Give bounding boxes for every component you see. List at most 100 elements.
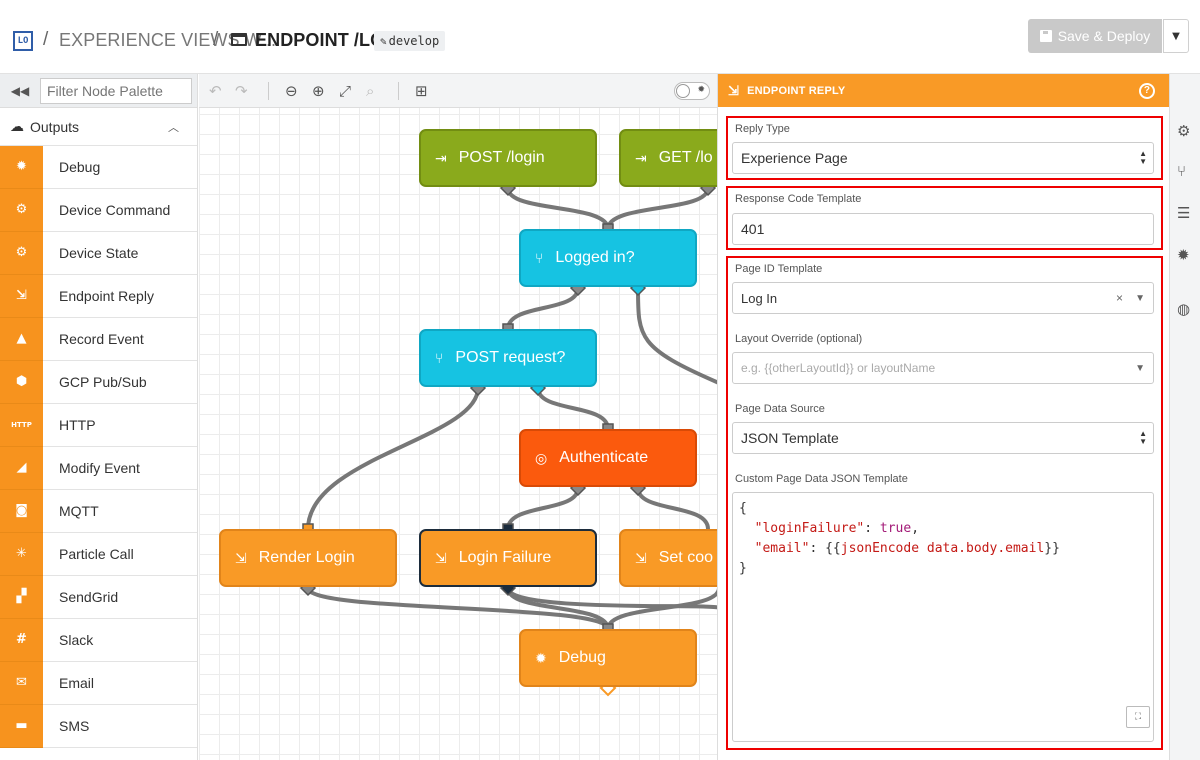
pencil-icon: ✎ [380,34,387,48]
palette-toolbar: ◀◀ [0,74,197,108]
connection-wire [506,587,610,630]
palette-node-sendgrid[interactable]: ▞SendGrid [0,575,197,619]
page-id-select[interactable]: Log In × ▼ [732,282,1154,314]
palette-node-device-state[interactable]: ⚙ Device State [0,231,197,275]
caret-down-icon[interactable]: ▼ [1135,362,1145,374]
panel-header: ⇲ ENDPOINT REPLY ? [718,74,1169,107]
conditional-icon: ⑂ [435,350,444,366]
help-icon[interactable]: ? [1139,82,1155,99]
palette-node-slack[interactable]: # Slack [0,618,197,662]
envelope-icon: ✉ [0,661,43,705]
add-comment-icon[interactable]: ⊞ [415,82,428,100]
flow-node-label: Render Login [258,549,355,566]
flow-node-get-login[interactable]: ⇥ GET /lo [619,129,717,187]
expand-editor-icon[interactable]: ⛶ [1126,706,1150,728]
palette-node-sms[interactable]: ▬SMS [0,704,197,748]
slack-icon: # [0,618,43,662]
globe-icon[interactable]: ◍ [1177,300,1191,318]
breadcrumb-application[interactable]: EXPERIENCE VIEWS W... [59,30,277,50]
layout-override-label: Layout Override (optional) [735,333,863,345]
palette-node-record-event[interactable]: ▲Record Event [0,317,197,361]
branch-badge[interactable]: ✎develop [374,31,446,51]
palette-node-endpoint-reply[interactable]: ⇲Endpoint Reply [0,274,197,318]
flow-node-authenticate[interactable]: ◎Authenticate [519,429,697,487]
canvas-toolbar: ↶ ↷ ⊖ ⊕ ⤢ ⌕ ⊞ ✹ [199,74,717,108]
collapse-palette-icon[interactable]: ◀◀ [10,83,30,98]
zoom-in-icon[interactable]: ⊕ [312,82,325,100]
right-tool-strip: ⚙ ⑂ ☰ ✹ ◍ [1169,74,1200,760]
flow-node-debug[interactable]: ✹Debug [519,629,697,687]
deploy-options-dropdown[interactable]: ▼ [1163,19,1189,53]
code-token: jsonEncode [840,541,920,556]
palette-node-particle-call[interactable]: ✳Particle Call [0,532,197,576]
palette-node-label: Email [59,675,95,691]
http-icon: HTTP [0,403,43,447]
json-template-editor[interactable]: { "loginFailure": true, "email": {{jsonE… [732,492,1154,742]
database-icon[interactable]: ☰ [1177,204,1191,222]
endpoint-icon: ⇥ [635,149,647,166]
flow-node-post-login[interactable]: ⇥POST /login [419,129,597,187]
layout-override-select[interactable]: e.g. {{otherLayoutId}} or layoutName ▼ [732,352,1154,384]
chat-icon: ▬ [0,704,43,748]
connection-wire [506,287,580,330]
caret-down-icon[interactable]: ▼ [1135,292,1145,304]
reply-icon: ⇲ [635,549,647,566]
window-icon [231,33,247,46]
palette-node-label: HTTP [59,417,96,433]
search-icon[interactable]: ⌕ [366,82,375,100]
reply-icon: ⇲ [0,274,43,318]
outputs-section-header[interactable]: ☁ Outputs ︿ [0,108,197,146]
page-data-source-value: JSON Template [741,430,839,446]
response-code-input[interactable]: 401 [732,213,1154,245]
palette-node-label: Device State [59,245,139,261]
palette-node-mqtt[interactable]: ◙MQTT [0,489,197,533]
gear-icon[interactable]: ⚙ [1177,122,1191,140]
particle-icon: ✳ [0,532,43,576]
save-deploy-button[interactable]: Save & Deploy [1028,19,1162,53]
node-palette: ◀◀ ☁ Outputs ︿ ✹Debug ⚙Device Command ⚙ D… [0,74,198,760]
zoom-out-icon[interactable]: ⊖ [285,82,298,100]
page-data-source-select[interactable]: JSON Template ▲▼ [732,422,1154,454]
app-logo[interactable]: LO [13,31,33,51]
branch-name: develop [388,34,440,48]
code-token: "email" [754,541,810,556]
gcp-icon: ⬢ [0,360,43,404]
chevron-up-icon: ︿ [168,121,179,134]
undo-icon[interactable]: ↶ [209,82,222,100]
sendgrid-icon: ▞ [0,575,43,619]
palette-node-debug[interactable]: ✹Debug [0,145,197,189]
flow-node-post-request[interactable]: ⑂POST request? [419,329,597,387]
fit-screen-icon[interactable]: ⤢ [339,82,352,100]
palette-node-gcp-pubsub[interactable]: ⬢GCP Pub/Sub [0,360,197,404]
flow-node-logged-in[interactable]: ⑂Logged in? [519,229,697,287]
reply-type-select[interactable]: Experience Page ▲▼ [732,142,1154,174]
flow-node-label: Login Failure [458,549,552,566]
chip-icon: ⚙ [0,231,43,275]
reply-icon: ⇲ [435,549,447,566]
flow-node-render-login[interactable]: ⇲Render Login [219,529,397,587]
bug-icon[interactable]: ✹ [1177,246,1190,264]
flow-node-set-cookie[interactable]: ⇲Set coo [619,529,717,587]
clear-icon[interactable]: × [1115,291,1123,305]
response-code-label: Response Code Template [735,193,862,205]
palette-node-device-command[interactable]: ⚙Device Command [0,188,197,232]
breadcrumb-separator: / [43,29,49,50]
palette-node-http[interactable]: HTTP HTTP [0,403,197,447]
fingerprint-icon: ◎ [535,449,548,466]
palette-node-modify-event[interactable]: ◢Modify Event [0,446,197,490]
palette-node-email[interactable]: ✉ Email [0,661,197,705]
redo-icon[interactable]: ↷ [235,82,248,100]
select-arrows-icon: ▲▼ [1139,149,1147,166]
palette-node-label: Slack [59,632,94,648]
toggle-knob [676,84,690,98]
json-template-label: Custom Page Data JSON Template [735,473,908,485]
branch-icon[interactable]: ⑂ [1177,162,1187,180]
filter-node-palette-input[interactable] [40,77,192,104]
flow-node-login-failure[interactable]: ⇲ Login Failure [419,529,597,587]
reply-type-label: Reply Type [735,123,790,135]
flow-canvas[interactable]: ↶ ↷ ⊖ ⊕ ⤢ ⌕ ⊞ ✹ [199,74,717,760]
debug-toggle[interactable]: ✹ [674,82,710,100]
endpoint-icon: ⇥ [435,149,447,166]
flow-node-label: GET /lo [658,149,713,166]
connection-wire [606,187,710,230]
